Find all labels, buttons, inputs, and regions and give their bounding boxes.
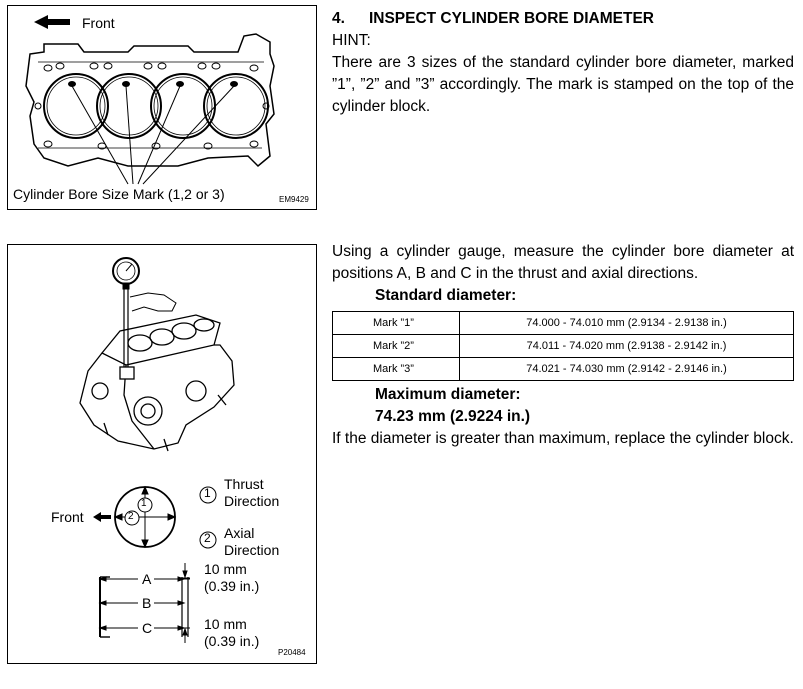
measurement-instruction: Using a cylinder gauge, measure the cyli…	[332, 243, 794, 282]
legend-thrust: Thrust	[224, 476, 264, 492]
size-mark-1	[68, 81, 76, 87]
gasket-outline	[25, 33, 275, 168]
top-dimension-mm: 10 mm	[204, 561, 247, 577]
size-mark-4	[230, 81, 238, 87]
diameter-cell: 74.000 - 74.010 mm (2.9134 - 2.9138 in.)	[459, 311, 794, 335]
size-mark-2	[122, 81, 130, 87]
diameter-cell: 74.021 - 74.030 mm (2.9142 - 2.9146 in.)	[459, 357, 794, 381]
mark-cell: Mark ”1”	[332, 311, 460, 335]
size-mark-3	[176, 81, 184, 87]
position-b-label: B	[142, 595, 152, 611]
dial-gauge-icon	[112, 257, 140, 367]
position-a-label: A	[142, 571, 152, 587]
section-heading: 4. INSPECT CYLINDER BORE DIAMETER	[332, 8, 654, 30]
mark-cell: Mark ”3”	[332, 357, 460, 381]
maximum-diameter-value: 74.23 mm (2.9224 in.)	[375, 408, 531, 425]
section-title: INSPECT CYLINDER BORE DIAMETER	[368, 10, 654, 27]
replace-instruction: If the diameter is greater than maximum,…	[332, 430, 794, 447]
cylinder-head-gasket-figure: Front Cylinder Bore Size Mark (1,2 or 3)…	[7, 5, 317, 210]
hint-label: HINT:	[332, 32, 371, 49]
standard-diameter-table: Mark ”1” 74.000 - 74.010 mm (2.9134 - 2.…	[332, 311, 794, 381]
axial-marker: 2	[128, 511, 134, 522]
front-label: Front	[51, 509, 84, 525]
bore-1	[43, 73, 109, 139]
table-row: Mark ”1” 74.000 - 74.010 mm (2.9134 - 2.…	[332, 311, 794, 335]
front-arrow-icon	[34, 15, 70, 29]
table-row: Mark ”3” 74.021 - 74.030 mm (2.9142 - 2.…	[332, 357, 794, 381]
bore-direction-diagram	[113, 485, 177, 549]
bore-4	[203, 73, 269, 139]
legend-1-number: 1	[204, 486, 211, 500]
bore-size-mark-caption: Cylinder Bore Size Mark (1,2 or 3)	[13, 186, 225, 202]
front-label: Front	[82, 15, 115, 31]
section-number: 4.	[332, 10, 345, 27]
thrust-marker: 1	[141, 498, 147, 509]
maximum-diameter-label: Maximum diameter:	[375, 386, 521, 403]
bottom-dimension-in: (0.39 in.)	[204, 633, 260, 649]
table-row: Mark ”2” 74.011 - 74.020 mm (2.9138 - 2.…	[332, 334, 794, 358]
cylinder-gauge-figure: Front 1 2 1 Thrust Direction 2 Axial Dir…	[7, 244, 317, 664]
cylinder-gauge-drawing	[79, 257, 235, 643]
mark-cell: Mark ”2”	[332, 334, 460, 358]
bore-2	[96, 73, 162, 139]
cylinder-block-icon	[79, 314, 235, 452]
front-arrow-icon	[93, 512, 111, 522]
legend-direction: Direction	[224, 542, 280, 558]
figure-code: P20484	[278, 648, 306, 657]
measurement-position-diagram	[98, 563, 190, 643]
bottom-dimension-mm: 10 mm	[204, 616, 247, 632]
standard-diameter-label: Standard diameter:	[375, 287, 517, 304]
diameter-cell: 74.011 - 74.020 mm (2.9138 - 2.9142 in.)	[459, 334, 794, 358]
hand-drawing	[129, 292, 177, 312]
position-c-label: C	[142, 620, 153, 636]
legend-axial: Axial	[224, 525, 255, 541]
legend-2-number: 2	[204, 531, 211, 545]
legend-direction: Direction	[224, 493, 280, 509]
gasket-drawing	[25, 15, 275, 185]
hint-text: There are 3 sizes of the standard cylind…	[332, 54, 794, 115]
top-dimension-in: (0.39 in.)	[204, 578, 260, 594]
figure-code: EM9429	[279, 195, 309, 204]
